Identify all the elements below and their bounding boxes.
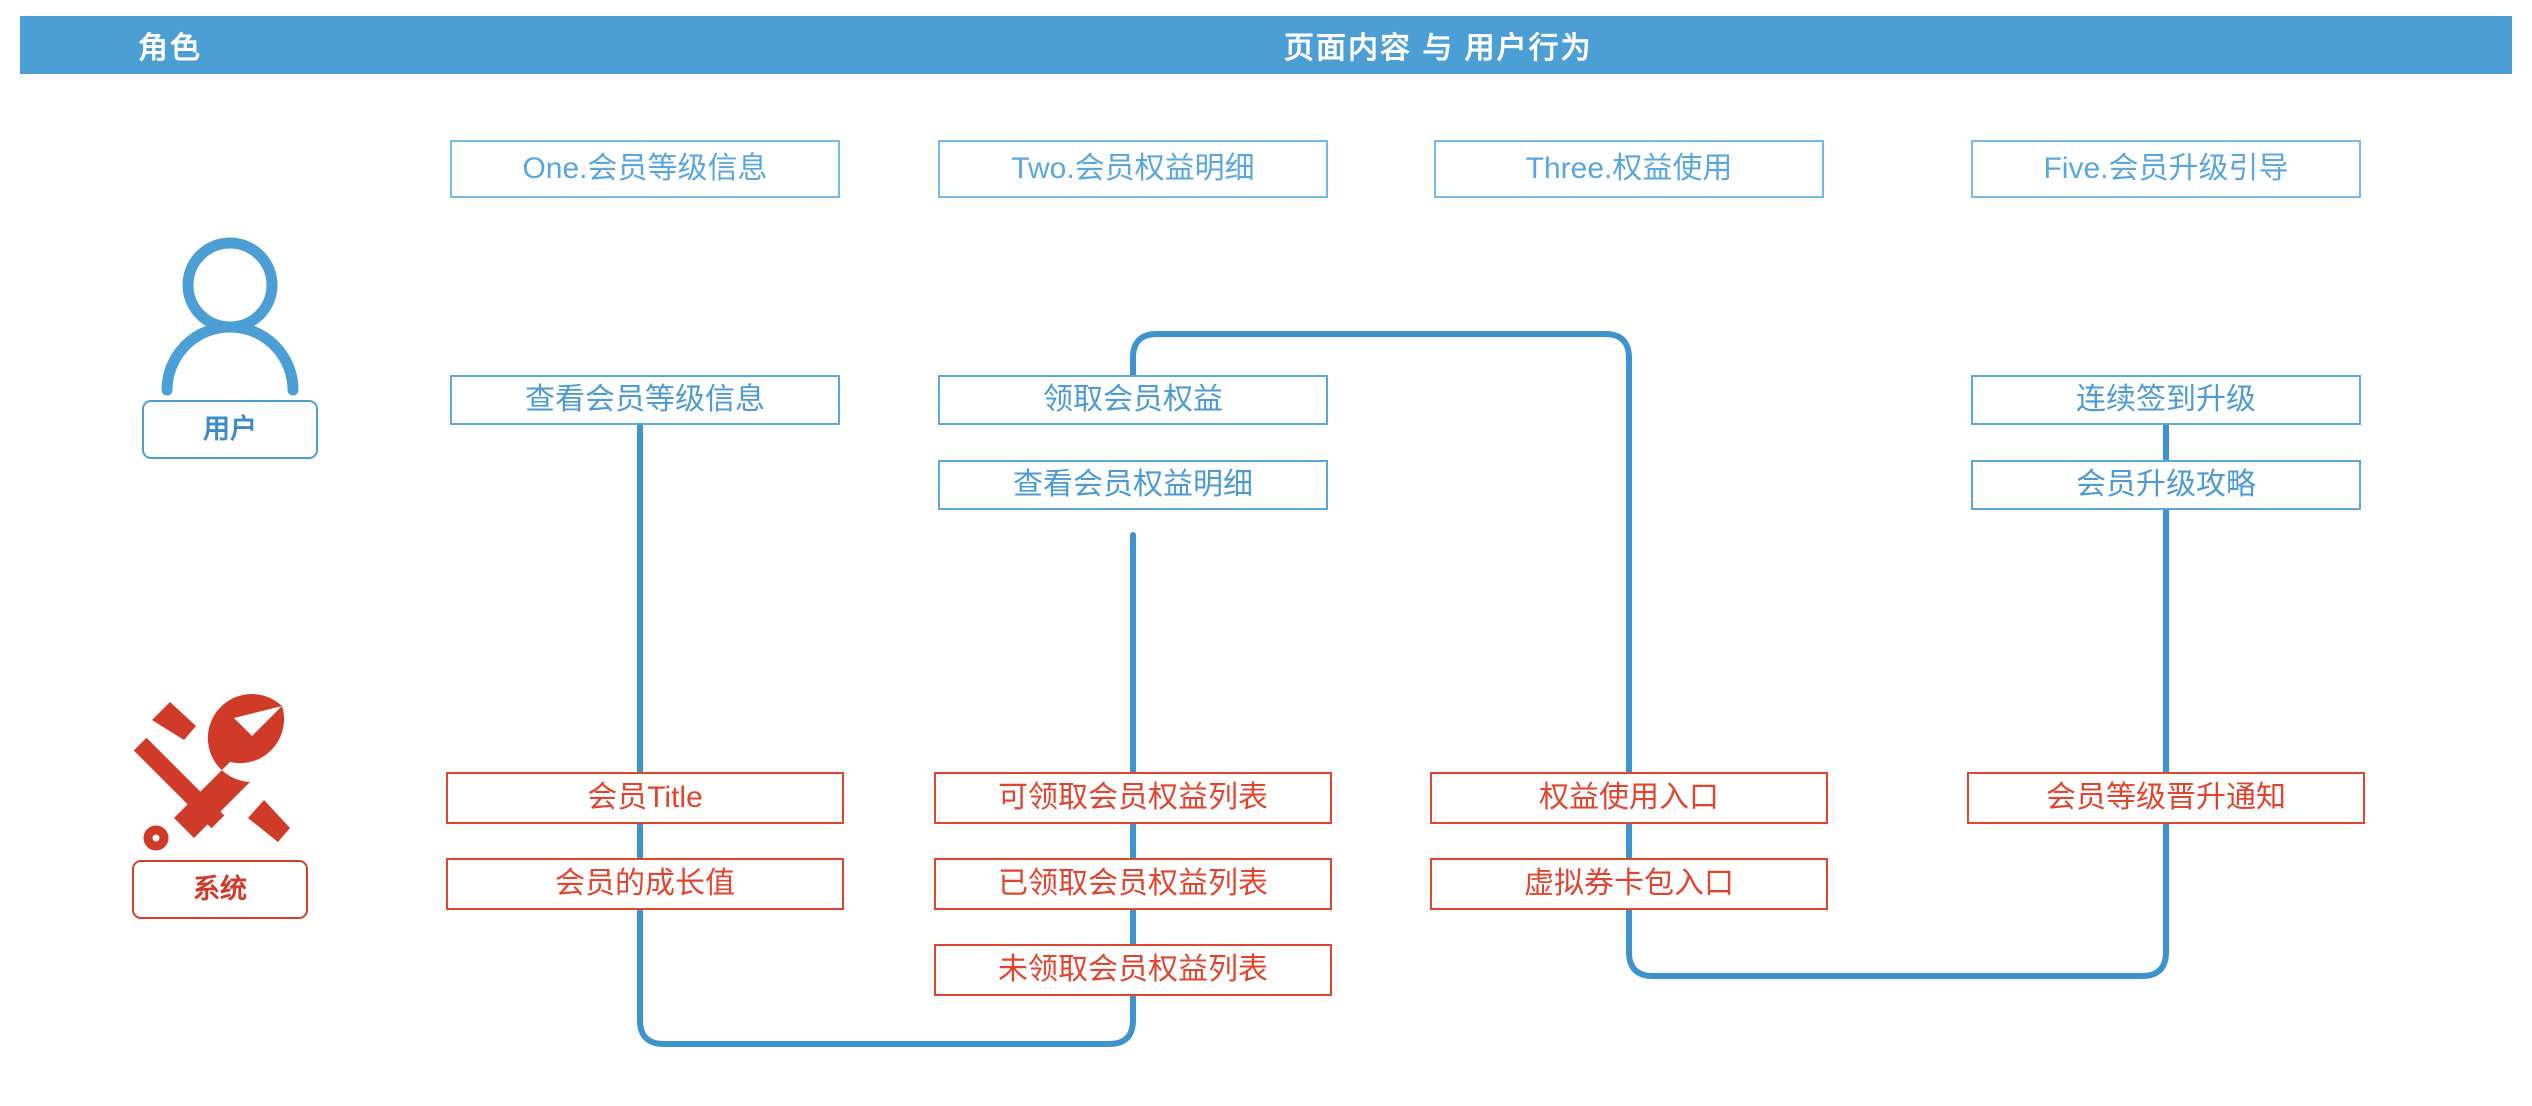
system-item-growth-value[interactable]: 会员的成长值 (446, 858, 844, 910)
role-user: 用户 (80, 230, 380, 459)
system-item-claimable-benefit-list[interactable]: 可领取会员权益列表 (934, 772, 1332, 824)
user-icon (80, 230, 380, 400)
role-system: 系统 (70, 690, 370, 919)
system-item-voucher-wallet-entry[interactable]: 虚拟券卡包入口 (1430, 858, 1828, 910)
tools-icon (70, 690, 370, 860)
header-left-title: 角色 (138, 32, 202, 65)
user-action-view-member-level[interactable]: 查看会员等级信息 (450, 375, 840, 425)
user-action-checkin-upgrade[interactable]: 连续签到升级 (1971, 375, 2361, 425)
user-action-upgrade-guide[interactable]: 会员升级攻略 (1971, 460, 2361, 510)
user-action-claim-benefit[interactable]: 领取会员权益 (938, 375, 1328, 425)
system-item-unclaimed-benefit-list[interactable]: 未领取会员权益列表 (934, 944, 1332, 996)
system-item-level-upgrade-notice[interactable]: 会员等级晋升通知 (1967, 772, 2365, 824)
header-center-title: 页面内容 与 用户行为 (1284, 32, 1593, 65)
system-item-claimed-benefit-list[interactable]: 已领取会员权益列表 (934, 858, 1332, 910)
system-item-benefit-use-entry[interactable]: 权益使用入口 (1430, 772, 1828, 824)
role-system-label: 系统 (132, 860, 308, 919)
stage-header-one[interactable]: One.会员等级信息 (450, 140, 840, 198)
role-user-label: 用户 (142, 400, 318, 459)
stage-header-five[interactable]: Five.会员升级引导 (1971, 140, 2361, 198)
system-item-member-title[interactable]: 会员Title (446, 772, 844, 824)
user-action-view-benefit-detail[interactable]: 查看会员权益明细 (938, 460, 1328, 510)
stage-header-three[interactable]: Three.权益使用 (1434, 140, 1824, 198)
header-bar: 角色 页面内容 与 用户行为 (20, 16, 2512, 74)
stage-header-two[interactable]: Two.会员权益明细 (938, 140, 1328, 198)
